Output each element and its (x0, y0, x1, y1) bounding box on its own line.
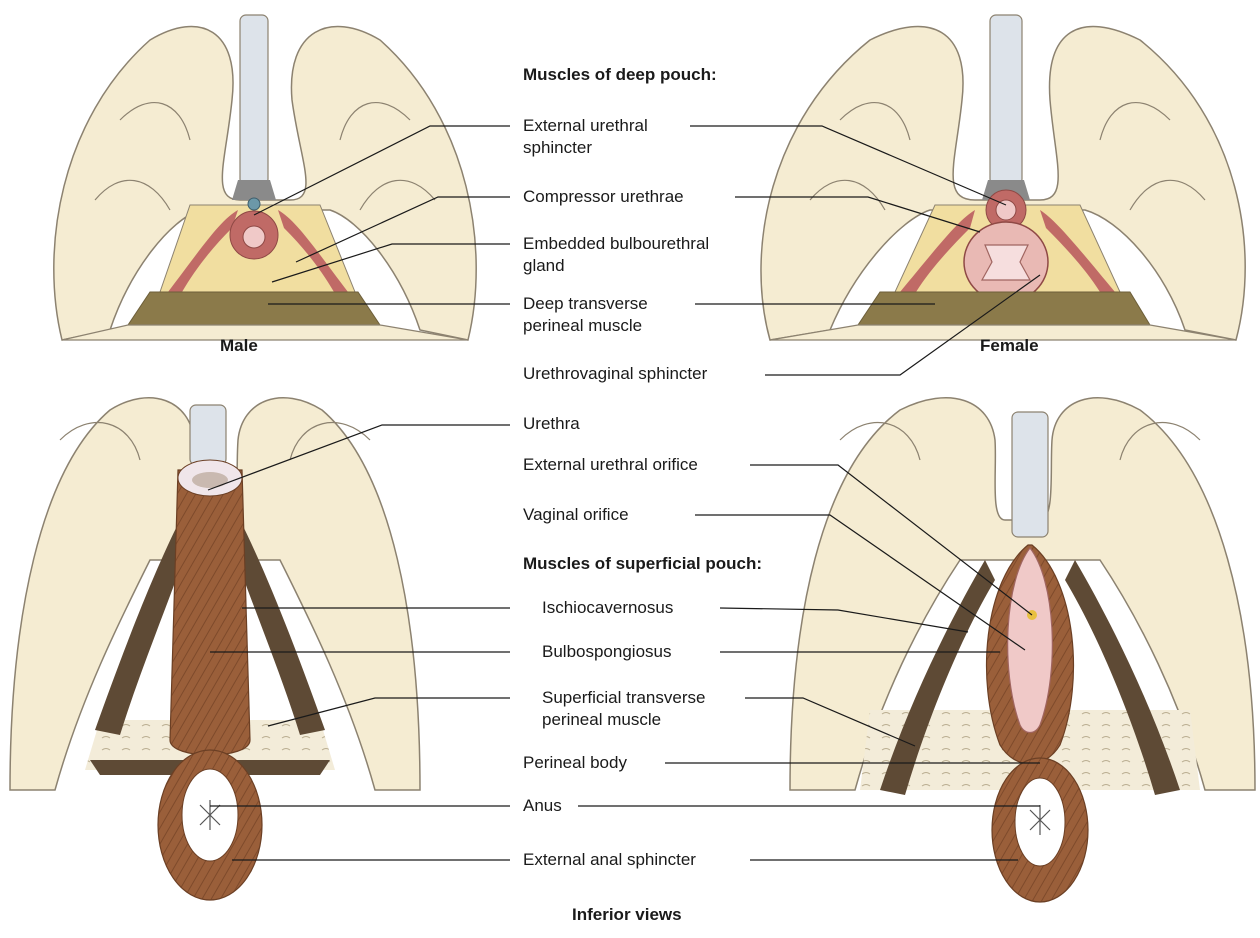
label-ischiocavernosus: Ischiocavernosus (540, 597, 675, 619)
label-external-urethral-sphincter: External urethral sphincter (521, 115, 650, 159)
label-embedded-bulbourethral-gland: Embedded bulbourethral gland (521, 233, 711, 277)
male-bulbospongiosus (170, 470, 250, 755)
superficial-pouch-header: Muscles of superficial pouch: (523, 554, 762, 574)
label-superficial-transverse-perineal-muscle: Superficial transverse perineal muscle (540, 687, 707, 731)
panel-label-male: Male (220, 336, 258, 356)
figure-caption: Inferior views (572, 905, 682, 925)
label-external-anal-sphincter: External anal sphincter (521, 849, 698, 871)
label-vaginal-orifice: Vaginal orifice (521, 504, 631, 526)
label-perineal-body: Perineal body (521, 752, 629, 774)
deep-pouch-header: Muscles of deep pouch: (523, 65, 717, 85)
label-bulbospongiosus: Bulbospongiosus (540, 641, 673, 663)
label-external-urethral-orifice: External urethral orifice (521, 454, 700, 476)
male-deep-urethra-tube (240, 15, 268, 185)
male-deep-pouch-illustration (54, 15, 476, 340)
male-superficial-pouch-illustration (10, 398, 420, 900)
male-deep-transverse-perineal (128, 292, 380, 325)
panel-label-female: Female (980, 336, 1039, 356)
female-deep-urethra-tube (990, 15, 1022, 185)
label-deep-transverse-perineal-muscle: Deep transverse perineal muscle (521, 293, 650, 337)
label-urethrovaginal-sphincter: Urethrovaginal sphincter (521, 363, 709, 385)
female-superficial-pouch-illustration (790, 398, 1255, 902)
female-deep-pouch-illustration (761, 15, 1245, 340)
label-urethra: Urethra (521, 413, 582, 435)
label-anus: Anus (521, 795, 564, 817)
label-compressor-urethrae: Compressor urethrae (521, 186, 686, 208)
